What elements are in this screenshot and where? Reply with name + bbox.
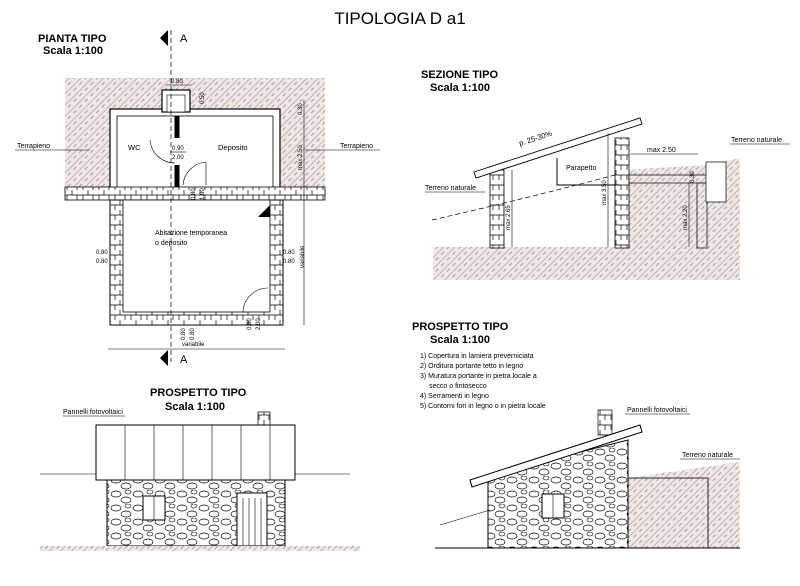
section-heading: SEZIONE TIPO <box>421 69 498 81</box>
section-roof <box>473 117 643 179</box>
sheet-title: TIPOLOGIA D a1 <box>334 9 465 28</box>
dim-deposito-door-height: 1.90 <box>200 188 206 200</box>
terrapieno-right-label: Terrapieno <box>340 143 373 150</box>
dim-030: 0.30 <box>690 171 696 183</box>
note-item: 1) Copertura in lamiera preverniciata <box>420 353 534 360</box>
dim-wc-door-width: 0.90 <box>172 146 184 152</box>
parapetto-label: Parapetto <box>566 165 596 172</box>
front-elevation-heading: PROSPETTO TIPO <box>150 387 247 399</box>
wc-door-swing <box>149 139 176 164</box>
dim-depth-top: 0.30 <box>298 103 304 115</box>
dim-max-350: max 3.50 <box>602 180 608 205</box>
note-item: secco o fintosecco <box>429 383 487 390</box>
side-terrain <box>628 462 740 548</box>
dim-wc-door-height: 2.00 <box>172 155 184 161</box>
dim-max-220: max 2.20 <box>683 205 689 230</box>
front-ground <box>40 546 360 551</box>
note-item: 4) Serramenti in legno <box>420 393 489 400</box>
terreno-left-label: Terreno naturale <box>425 185 476 192</box>
side-roof <box>469 424 643 488</box>
section-wall-right <box>614 137 630 249</box>
parapetto-rail <box>556 158 620 186</box>
section-wall-left <box>489 169 505 249</box>
dim-right-window-height: 0.80 <box>283 259 295 265</box>
note-item: 5) Contorni fori in legno o in pietra lo… <box>420 403 546 410</box>
dim-max-265: max 2.65 <box>506 205 512 230</box>
front-elevation-drawing: PROSPETTO TIPO Scala 1:100 Pannelli foto… <box>40 387 360 551</box>
front-door-swing <box>242 287 269 313</box>
dim-front-door-width: 0.80 <box>247 318 253 330</box>
dim-right-window-width: 0.80 <box>283 250 295 256</box>
roof-slope-label: p. 25-30% <box>518 129 554 148</box>
side-panels-label: Pannelli fotovoltaici <box>627 407 687 414</box>
front-panels-label: Pannelli fotovoltaici <box>63 409 123 416</box>
dim-deposito-door-width: 0.80 <box>191 188 197 200</box>
side-chimney <box>597 409 613 436</box>
stair-arrow-icon <box>258 205 270 217</box>
section-label-top: A <box>180 33 188 45</box>
front-door <box>236 492 268 547</box>
side-elevation-drawing: PROSPETTO TIPO Scala 1:100 1) Copertura … <box>412 321 740 549</box>
section-marker-bottom-icon <box>160 350 168 366</box>
natural-terrain-line <box>431 174 616 221</box>
construction-notes: 1) Copertura in lamiera preverniciata 2)… <box>420 353 546 410</box>
room-deposito-label: Deposito <box>218 143 248 152</box>
dim-front-door-height: 2.00 <box>256 318 262 330</box>
plan-heading: PIANTA TIPO <box>38 33 107 45</box>
room-main-label-1: Abitazione temporanea <box>155 230 227 237</box>
dim-chimney-width: 0.80 <box>171 79 183 85</box>
section-scale: Scala 1:100 <box>430 82 490 94</box>
side-terreno-label: Terreno naturale <box>682 452 733 459</box>
dim-chimney-height: 0.50 <box>200 92 206 104</box>
section-label-bottom: A <box>180 354 188 366</box>
dim-bottom-window-height: 0.80 <box>190 328 196 340</box>
room-main-label-2: o deposito <box>155 240 187 247</box>
dim-bottom-window-width: 0.80 <box>181 328 187 340</box>
note-item: 3) Muratura portante in pietra locale a <box>420 373 537 380</box>
front-roof <box>95 424 296 481</box>
room-wc-label: WC <box>128 143 141 152</box>
terrapieno-left-label: Terrapieno <box>17 143 50 150</box>
front-elevation-scale: Scala 1:100 <box>165 401 225 413</box>
dim-left-window-height: 0.80 <box>96 259 108 265</box>
dim-depth-max: max 2.50 <box>298 145 304 170</box>
section-drawing: SEZIONE TIPO Scala 1:100 p. 25-30% Parap… <box>421 69 790 280</box>
dim-variable-right: variabile <box>300 245 306 268</box>
solar-panels <box>124 425 271 480</box>
terreno-right-label: Terreno naturale <box>731 137 782 144</box>
side-elevation-heading: PROSPETTO TIPO <box>412 321 509 333</box>
dim-variable-bottom: variabile <box>182 342 205 348</box>
side-elevation-scale: Scala 1:100 <box>430 334 490 346</box>
dim-max-250: max 2.50 <box>647 147 676 154</box>
section-ground <box>433 158 740 280</box>
section-marker-top-icon <box>160 30 168 46</box>
dim-left-window-width: 0.80 <box>96 250 108 256</box>
note-item: 2) Orditura portante tetto in legno <box>420 363 523 370</box>
deposito-door-swing <box>182 161 207 186</box>
plan-drawing: PIANTA TIPO Scala 1:100 A A Terrapieno T… <box>15 30 380 366</box>
plan-scale: Scala 1:100 <box>43 45 103 57</box>
